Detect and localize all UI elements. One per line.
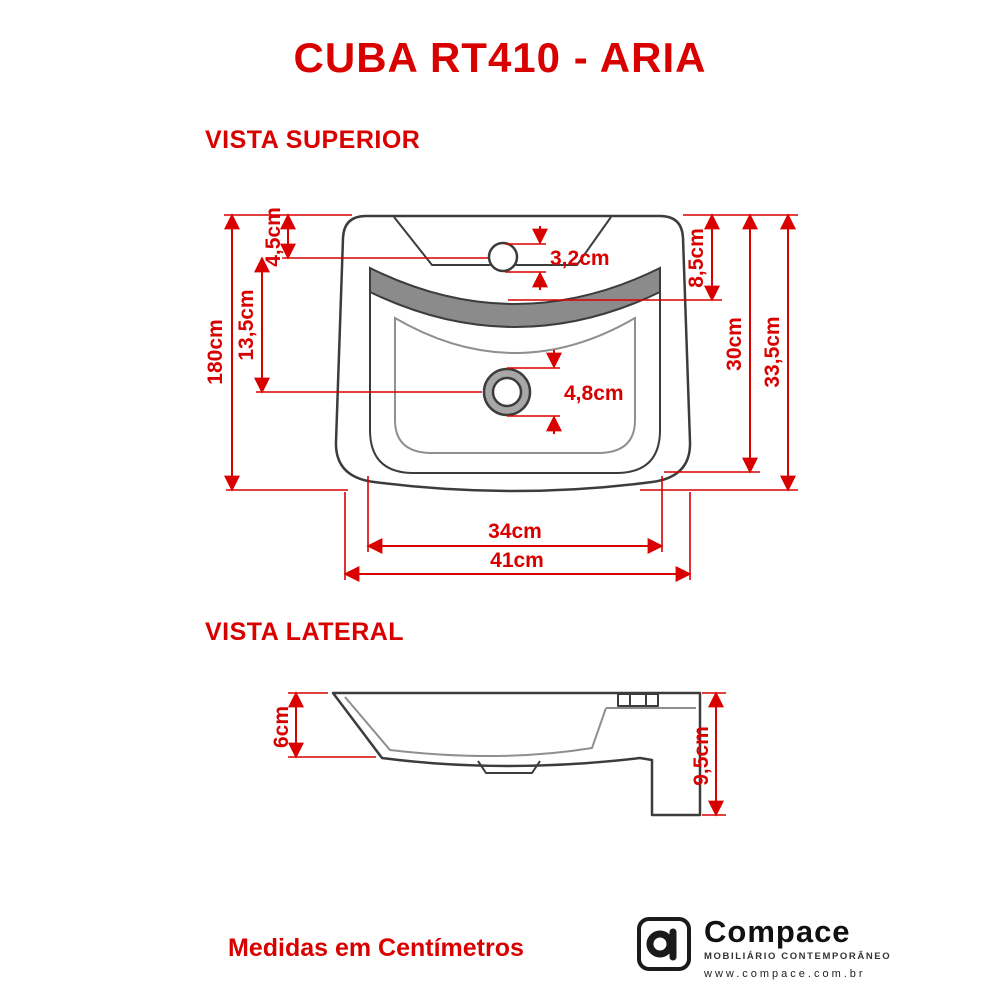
dim-label-overall-depth: 33,5cm	[761, 316, 784, 387]
brand-text: Compace MOBILIÁRIO CONTEMPORÂNEO www.com…	[704, 916, 891, 980]
bowl-back-band	[369, 266, 661, 328]
brand-website: www.compace.com.br	[704, 968, 866, 980]
section-label-side-view: VISTA LATERAL	[205, 618, 405, 646]
side-drain-fitting	[477, 760, 541, 774]
brand-block: Compace MOBILIÁRIO CONTEMPORÂNEO www.com…	[636, 916, 891, 980]
side-inner-bowl-line	[344, 696, 607, 758]
dim-label-overall-height: 9,5cm	[690, 726, 713, 786]
side-faucet-hole-section	[617, 693, 659, 707]
bowl-bottom-outline	[394, 316, 636, 454]
dim-label-inner-depth: 30cm	[723, 317, 746, 371]
dim-label-front-height: 6cm	[270, 706, 293, 748]
side-profile-outline	[331, 691, 702, 817]
bowl-wall-outline	[369, 268, 661, 474]
faucet-hole	[487, 241, 519, 273]
dim-label-inner-width: 34cm	[488, 520, 542, 543]
page-title: CUBA RT410 - ARIA	[293, 34, 707, 81]
top-view-diagram: 4,5cm 13,5cm 180cm 3,2cm 8,5cm 30cm 33,5…	[204, 207, 798, 582]
dim-label-faucet-to-drain: 13,5cm	[235, 289, 258, 360]
dim-label-faucet-hole-diameter: 3,2cm	[550, 247, 610, 270]
section-label-top-view: VISTA SUPERIOR	[205, 126, 421, 154]
dim-label-overall-width: 41cm	[490, 549, 544, 572]
dim-label-top-to-overflow: 8,5cm	[685, 228, 708, 288]
footer-measurement-note: Medidas em Centímetros	[228, 934, 524, 962]
dim-label-left-overall: 180cm	[204, 319, 227, 384]
side-view-diagram: 6cm 9,5cm	[270, 691, 726, 817]
brand-name: Compace	[704, 914, 851, 949]
dim-label-top-to-faucet: 4,5cm	[262, 207, 285, 267]
brand-tagline: MOBILIÁRIO CONTEMPORÂNEO	[704, 951, 892, 962]
compace-logo-icon	[637, 917, 691, 971]
drain-hole	[491, 376, 523, 408]
dim-label-drain-diameter: 4,8cm	[564, 382, 624, 405]
